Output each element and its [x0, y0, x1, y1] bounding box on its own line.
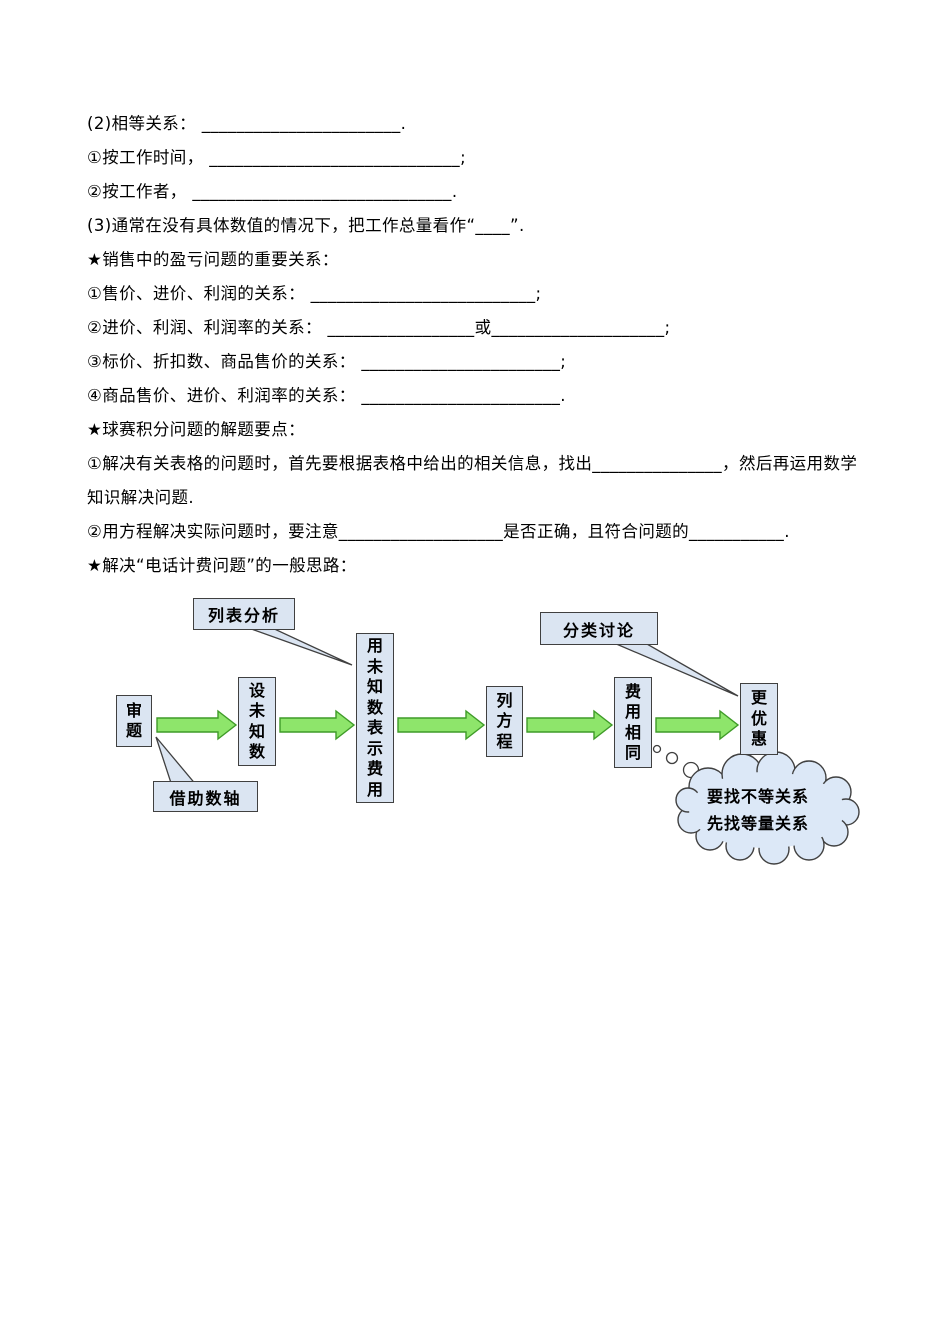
- flow-step-biaoshi-feiyong: 用未知数表示费用: [356, 633, 394, 803]
- text-line: ★销售中的盈亏问题的重要关系：: [87, 250, 339, 269]
- flow-arrow: [655, 709, 740, 741]
- callout-label: 列表分析: [207, 606, 280, 625]
- text-line: ★球赛积分问题的解题要点：: [87, 420, 305, 439]
- thought-cloud: [675, 751, 860, 865]
- flowchart-graphics: [155, 625, 860, 865]
- flow-step-label: 更优惠: [750, 688, 767, 749]
- flow-step-label: 审题: [125, 700, 142, 741]
- worksheet-text: (2)相等关系： _______________________. ①按工作时间…: [87, 107, 857, 583]
- text-line: ①解决有关表格的问题时，首先要根据表格中给出的相关信息，找出__________…: [87, 454, 858, 473]
- text-line: ②按工作者， ______________________________.: [87, 182, 458, 201]
- flow-arrow: [156, 709, 238, 741]
- flow-step-label: 用未知数表示费用: [366, 636, 383, 799]
- text-line: ①按工作时间， _____________________________;: [87, 148, 467, 167]
- flow-step-geng-youhui: 更优惠: [740, 683, 778, 755]
- flow-step-label: 设未知数: [248, 680, 265, 762]
- flow-step-label: 列方程: [496, 690, 513, 751]
- cloud-line: 要找不等关系: [706, 787, 809, 806]
- flow-arrow: [397, 709, 486, 741]
- flow-step-label: 费用相同: [624, 681, 641, 763]
- callout-pointer: [155, 736, 199, 787]
- callout-pointer: [242, 625, 353, 666]
- flow-arrow: [526, 709, 614, 741]
- text-line: (3)通常在没有具体数值的情况下，把工作总量看作“____”.: [87, 216, 525, 235]
- flow-arrow: [279, 709, 356, 741]
- text-line: ③标价、折扣数、商品售价的关系： _______________________…: [87, 352, 567, 371]
- text-line: ★解决“电话计费问题”的一般思路：: [87, 556, 357, 575]
- thought-dot: [665, 751, 679, 765]
- callout-label: 分类讨论: [562, 620, 635, 640]
- callout-label: 借助数轴: [169, 788, 242, 808]
- flow-step-she-weizhishu: 设未知数: [238, 677, 276, 766]
- text-line: ①售价、进价、利润的关系： __________________________…: [87, 284, 542, 303]
- text-line: (2)相等关系： _______________________.: [87, 114, 407, 133]
- flow-step-lie-fangcheng: 列方程: [486, 686, 523, 757]
- callout-jiezhu-shuzhou: 借助数轴: [153, 781, 258, 812]
- callout-liebiao-fenxi: 列表分析: [193, 598, 295, 630]
- text-line: ④商品售价、进价、利润率的关系： _______________________…: [87, 386, 566, 405]
- text-line: ②进价、利润、利润率的关系： _________________或_______…: [87, 318, 671, 337]
- flow-step-feiyong-xiangtong: 费用相同: [614, 677, 652, 768]
- callout-fenlei-taolun: 分类讨论: [540, 612, 658, 645]
- flow-step-shenti: 审题: [116, 695, 152, 747]
- thought-cloud-text: 要找不等关系 先找等量关系: [676, 783, 840, 837]
- text-line: ②用方程解决实际问题时，要注意___________________是否正确，且…: [87, 522, 790, 541]
- thought-dot: [652, 744, 662, 754]
- text-line: 知识解决问题.: [87, 488, 195, 507]
- cloud-line: 先找等量关系: [706, 814, 809, 833]
